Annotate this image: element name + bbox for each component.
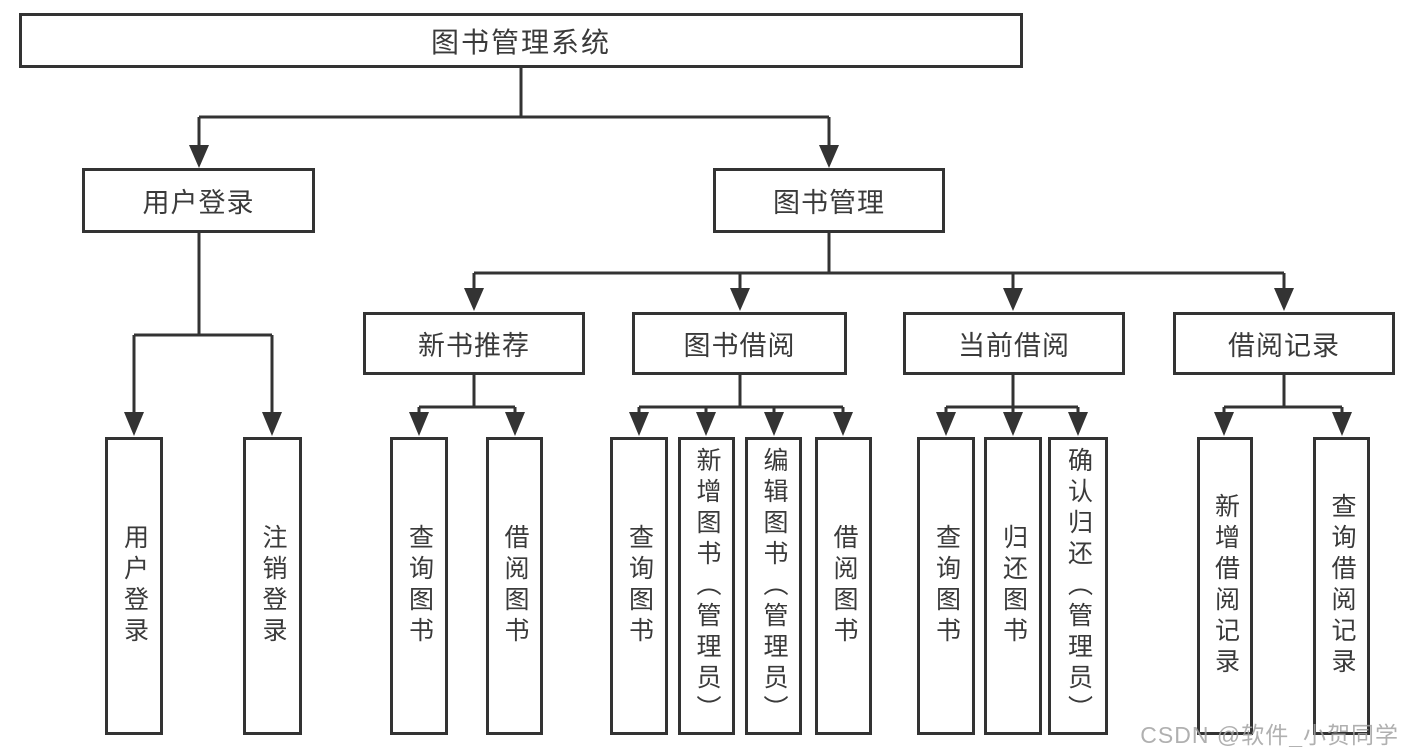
leaf-confirm-return-admin: 确认归还（管理员）	[1048, 437, 1108, 735]
node-user-login: 用户登录	[82, 168, 315, 233]
node-book-management: 图书管理	[713, 168, 945, 233]
leaf-borrowing-query-books: 查询图书	[610, 437, 668, 735]
node-book-borrowing: 图书借阅	[632, 312, 847, 375]
node-new-book-recommend: 新书推荐	[363, 312, 585, 375]
leaf-edit-books-admin: 编辑图书（管理员）	[745, 437, 802, 735]
leaf-logout: 注销登录	[243, 437, 302, 735]
leaf-borrow-books: 借阅图书	[815, 437, 872, 735]
leaf-newbook-borrow-books: 借阅图书	[486, 437, 543, 735]
leaf-user-login: 用户登录	[105, 437, 163, 735]
node-borrowing-records: 借阅记录	[1173, 312, 1395, 375]
leaf-add-borrow-record: 新增借阅记录	[1197, 437, 1253, 735]
node-current-borrowing: 当前借阅	[903, 312, 1125, 375]
csdn-watermark: CSDN @软件_小贺同学	[1140, 722, 1399, 747]
leaf-newbook-query-books: 查询图书	[390, 437, 448, 735]
leaf-add-books-admin: 新增图书（管理员）	[678, 437, 735, 735]
leaf-return-books: 归还图书	[984, 437, 1042, 735]
leaf-current-query-books: 查询图书	[917, 437, 975, 735]
leaf-query-borrow-record: 查询借阅记录	[1313, 437, 1370, 735]
node-root-library-system: 图书管理系统	[19, 13, 1023, 68]
